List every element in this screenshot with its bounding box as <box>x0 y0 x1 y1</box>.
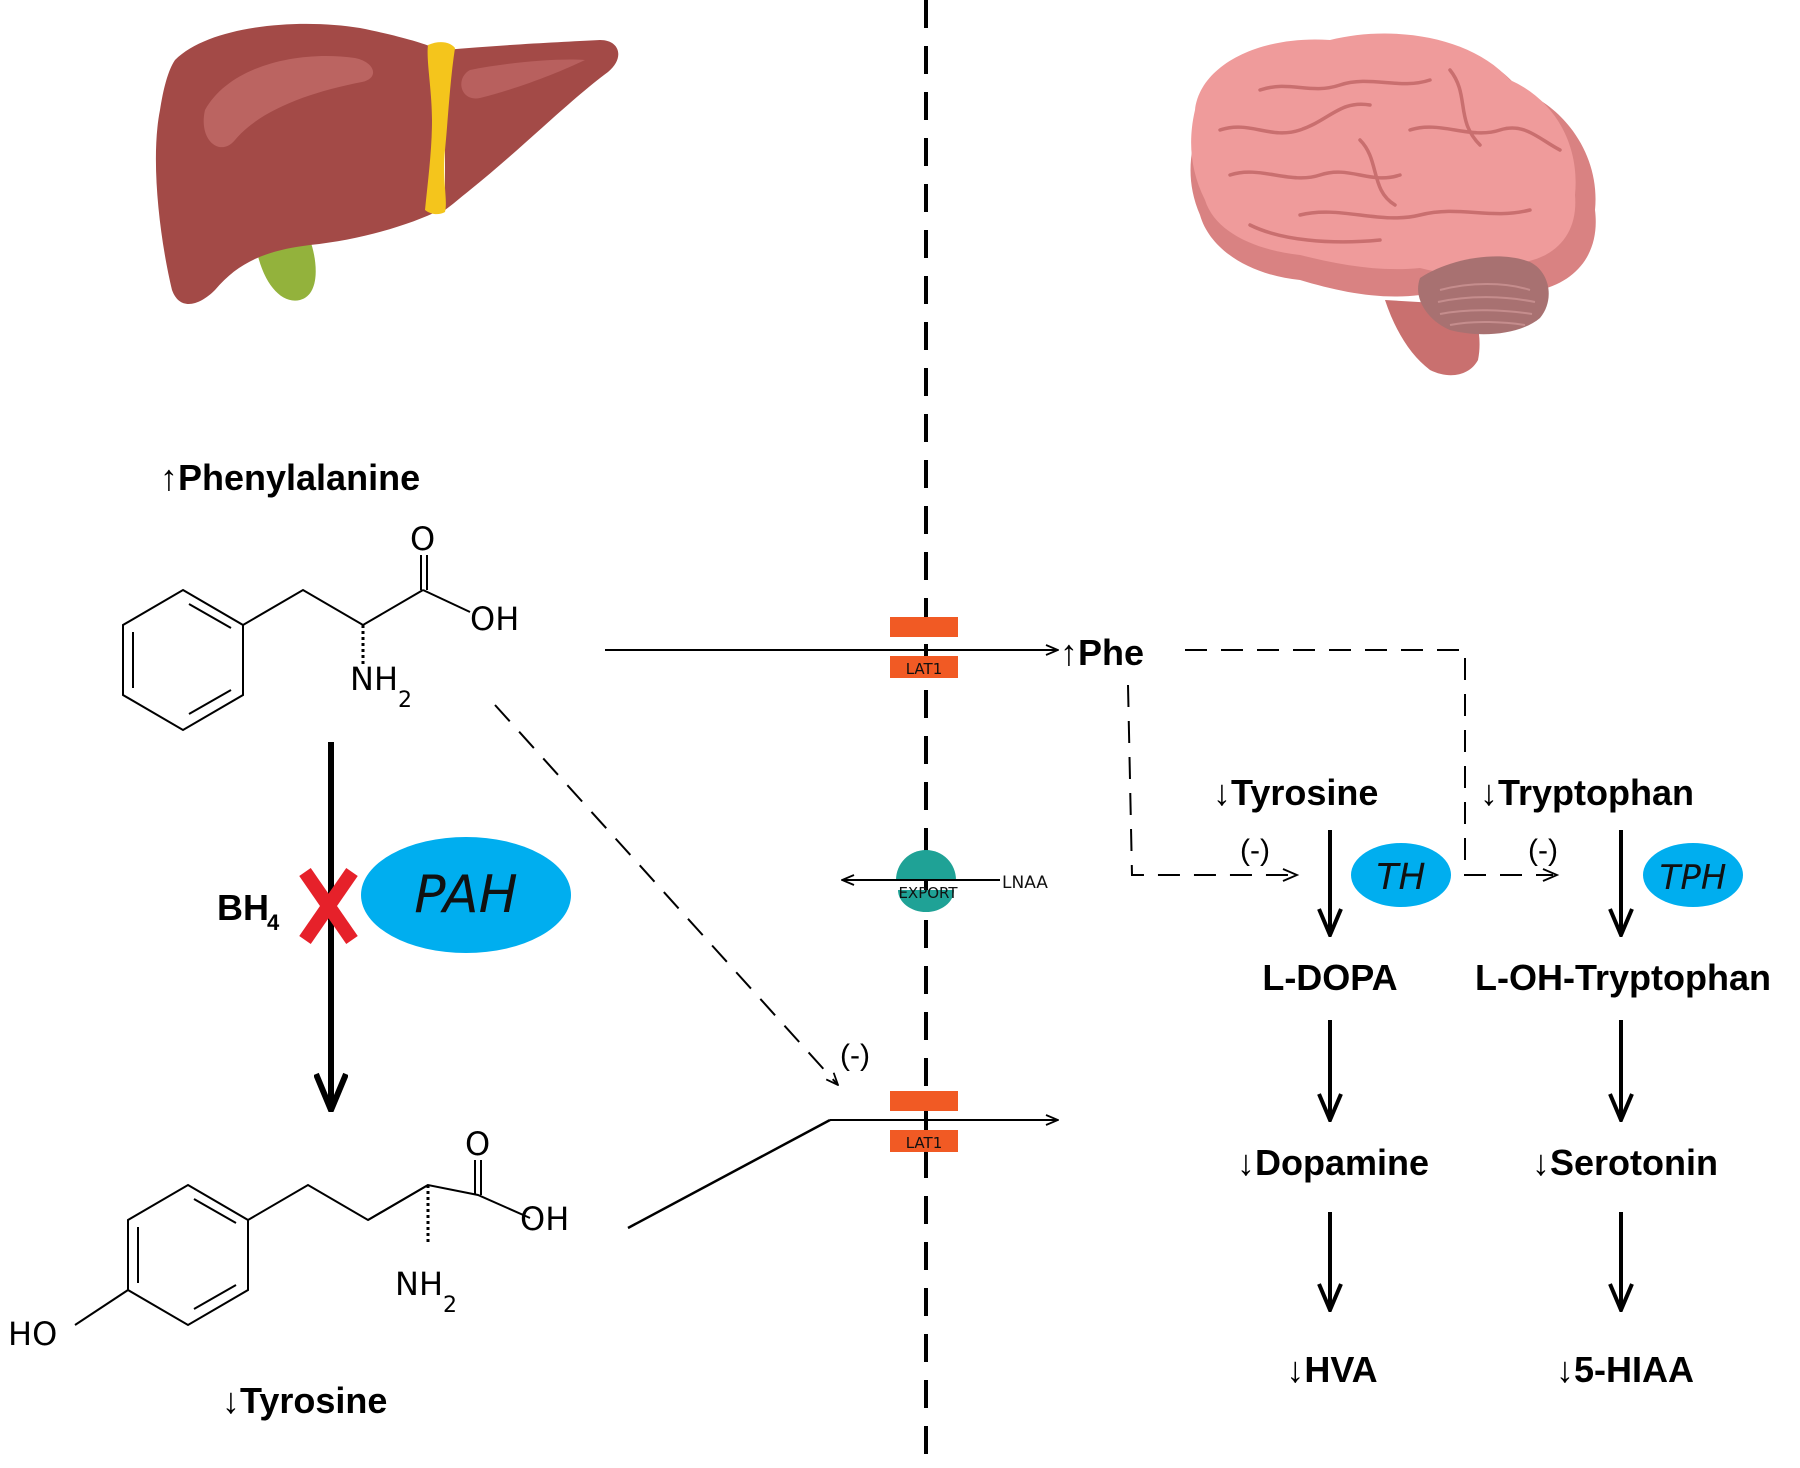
oh-tryptophan-label: L-OH-Tryptophan <box>1475 957 1771 998</box>
tyr-amine: NH <box>395 1265 443 1303</box>
brain-gyri <box>1218 68 1562 244</box>
lat1-inhibit-label: (-) <box>840 1039 870 1072</box>
brain-icon <box>1190 33 1596 376</box>
phe-side-chain <box>242 588 424 627</box>
tph-inhibit-label: (-) <box>1528 834 1558 867</box>
tyr-oxygen: O <box>465 1125 490 1163</box>
lat1-transporter-icon <box>890 617 958 637</box>
tyr-benzene-ring <box>127 1183 249 1327</box>
phe-carbonyl <box>420 555 428 590</box>
phe-benzene-ring <box>122 588 244 732</box>
brain-phe-label: ↑Phe <box>1060 632 1144 673</box>
export-channel-lower <box>898 890 954 912</box>
lnaa-label: LNAA <box>1002 873 1048 893</box>
phe-oxygen: O <box>410 520 435 558</box>
cerebellum <box>1418 256 1549 335</box>
lat1-transporter-bottom <box>890 1091 958 1111</box>
th-enzyme-label: TH <box>1376 857 1425 898</box>
liver-highlight-2 <box>461 59 585 99</box>
phe-ring-double-bonds <box>132 603 232 715</box>
cerebrum <box>1191 33 1576 274</box>
lat1-top-label: LAT1 <box>906 660 943 678</box>
cofactor-label: BH <box>217 887 269 928</box>
5hiaa-label: ↓5-HIAA <box>1556 1349 1694 1390</box>
tyr-ring-double-bonds <box>137 1198 237 1310</box>
liver-highlight <box>203 55 374 148</box>
lat1-transporter-bottom-lower <box>890 1130 958 1152</box>
tyr-side-chain-2 <box>367 1183 531 1221</box>
phe-inhibition-connectors <box>1127 649 1553 876</box>
tph-inhibit-arrowhead <box>1542 868 1560 882</box>
cerebellum-lines <box>1437 283 1536 326</box>
tyr-side-chain <box>247 1183 429 1222</box>
tph-enzyme-ellipse <box>1643 843 1743 907</box>
tyr-hydroxyl: OH <box>520 1200 569 1238</box>
th-inhibit-arrowhead <box>1282 868 1300 882</box>
dopamine-label: ↓Dopamine <box>1237 1142 1429 1183</box>
tyr-transport-line <box>627 1118 831 1230</box>
lat1-bottom-label: LAT1 <box>906 1134 943 1152</box>
phe-competition-arrow <box>494 704 838 1085</box>
ldopa-label: L-DOPA <box>1262 957 1397 998</box>
th-enzyme-ellipse <box>1351 843 1451 907</box>
tph-enzyme-label: TPH <box>1660 858 1727 898</box>
phe-amine-subscript: 2 <box>398 688 412 713</box>
phenylalanine-molecule <box>122 555 471 732</box>
cofactor-subscript: 4 <box>267 910 280 935</box>
pah-enzyme-label: PAH <box>414 865 517 925</box>
tyr-phenol-hydroxyl: HO <box>8 1315 57 1353</box>
tryptophan-label: ↓Tryptophan <box>1480 772 1694 813</box>
tyr-hydroxyl-bond <box>74 1289 129 1326</box>
lat1-transporter-lower <box>890 656 958 678</box>
liver-tyrosine-label: ↓Tyrosine <box>222 1380 387 1421</box>
phe-hydroxyl: OH <box>470 600 519 638</box>
th-inhibit-label: (-) <box>1240 834 1270 867</box>
phe-amine: NH <box>350 660 398 698</box>
pah-enzyme-ellipse <box>361 837 571 953</box>
tyr-amine-subscript: 2 <box>443 1293 457 1318</box>
brain-tyrosine-label: ↓Tyrosine <box>1213 772 1378 813</box>
phe-oh-bond <box>422 589 471 613</box>
phenylalanine-label: ↑Phenylalanine <box>160 457 420 498</box>
liver-ligament <box>425 42 455 215</box>
hva-label: ↓HVA <box>1286 1349 1377 1390</box>
inhibition-cross-icon <box>299 868 358 944</box>
tyrosine-molecule <box>74 1160 531 1327</box>
tyr-carbonyl <box>474 1160 482 1195</box>
serotonin-label: ↓Serotonin <box>1532 1142 1718 1183</box>
liver-icon <box>155 23 619 304</box>
export-channel-icon <box>896 850 956 880</box>
export-label: EXPORT <box>898 884 958 902</box>
gallbladder-shape <box>255 240 316 301</box>
